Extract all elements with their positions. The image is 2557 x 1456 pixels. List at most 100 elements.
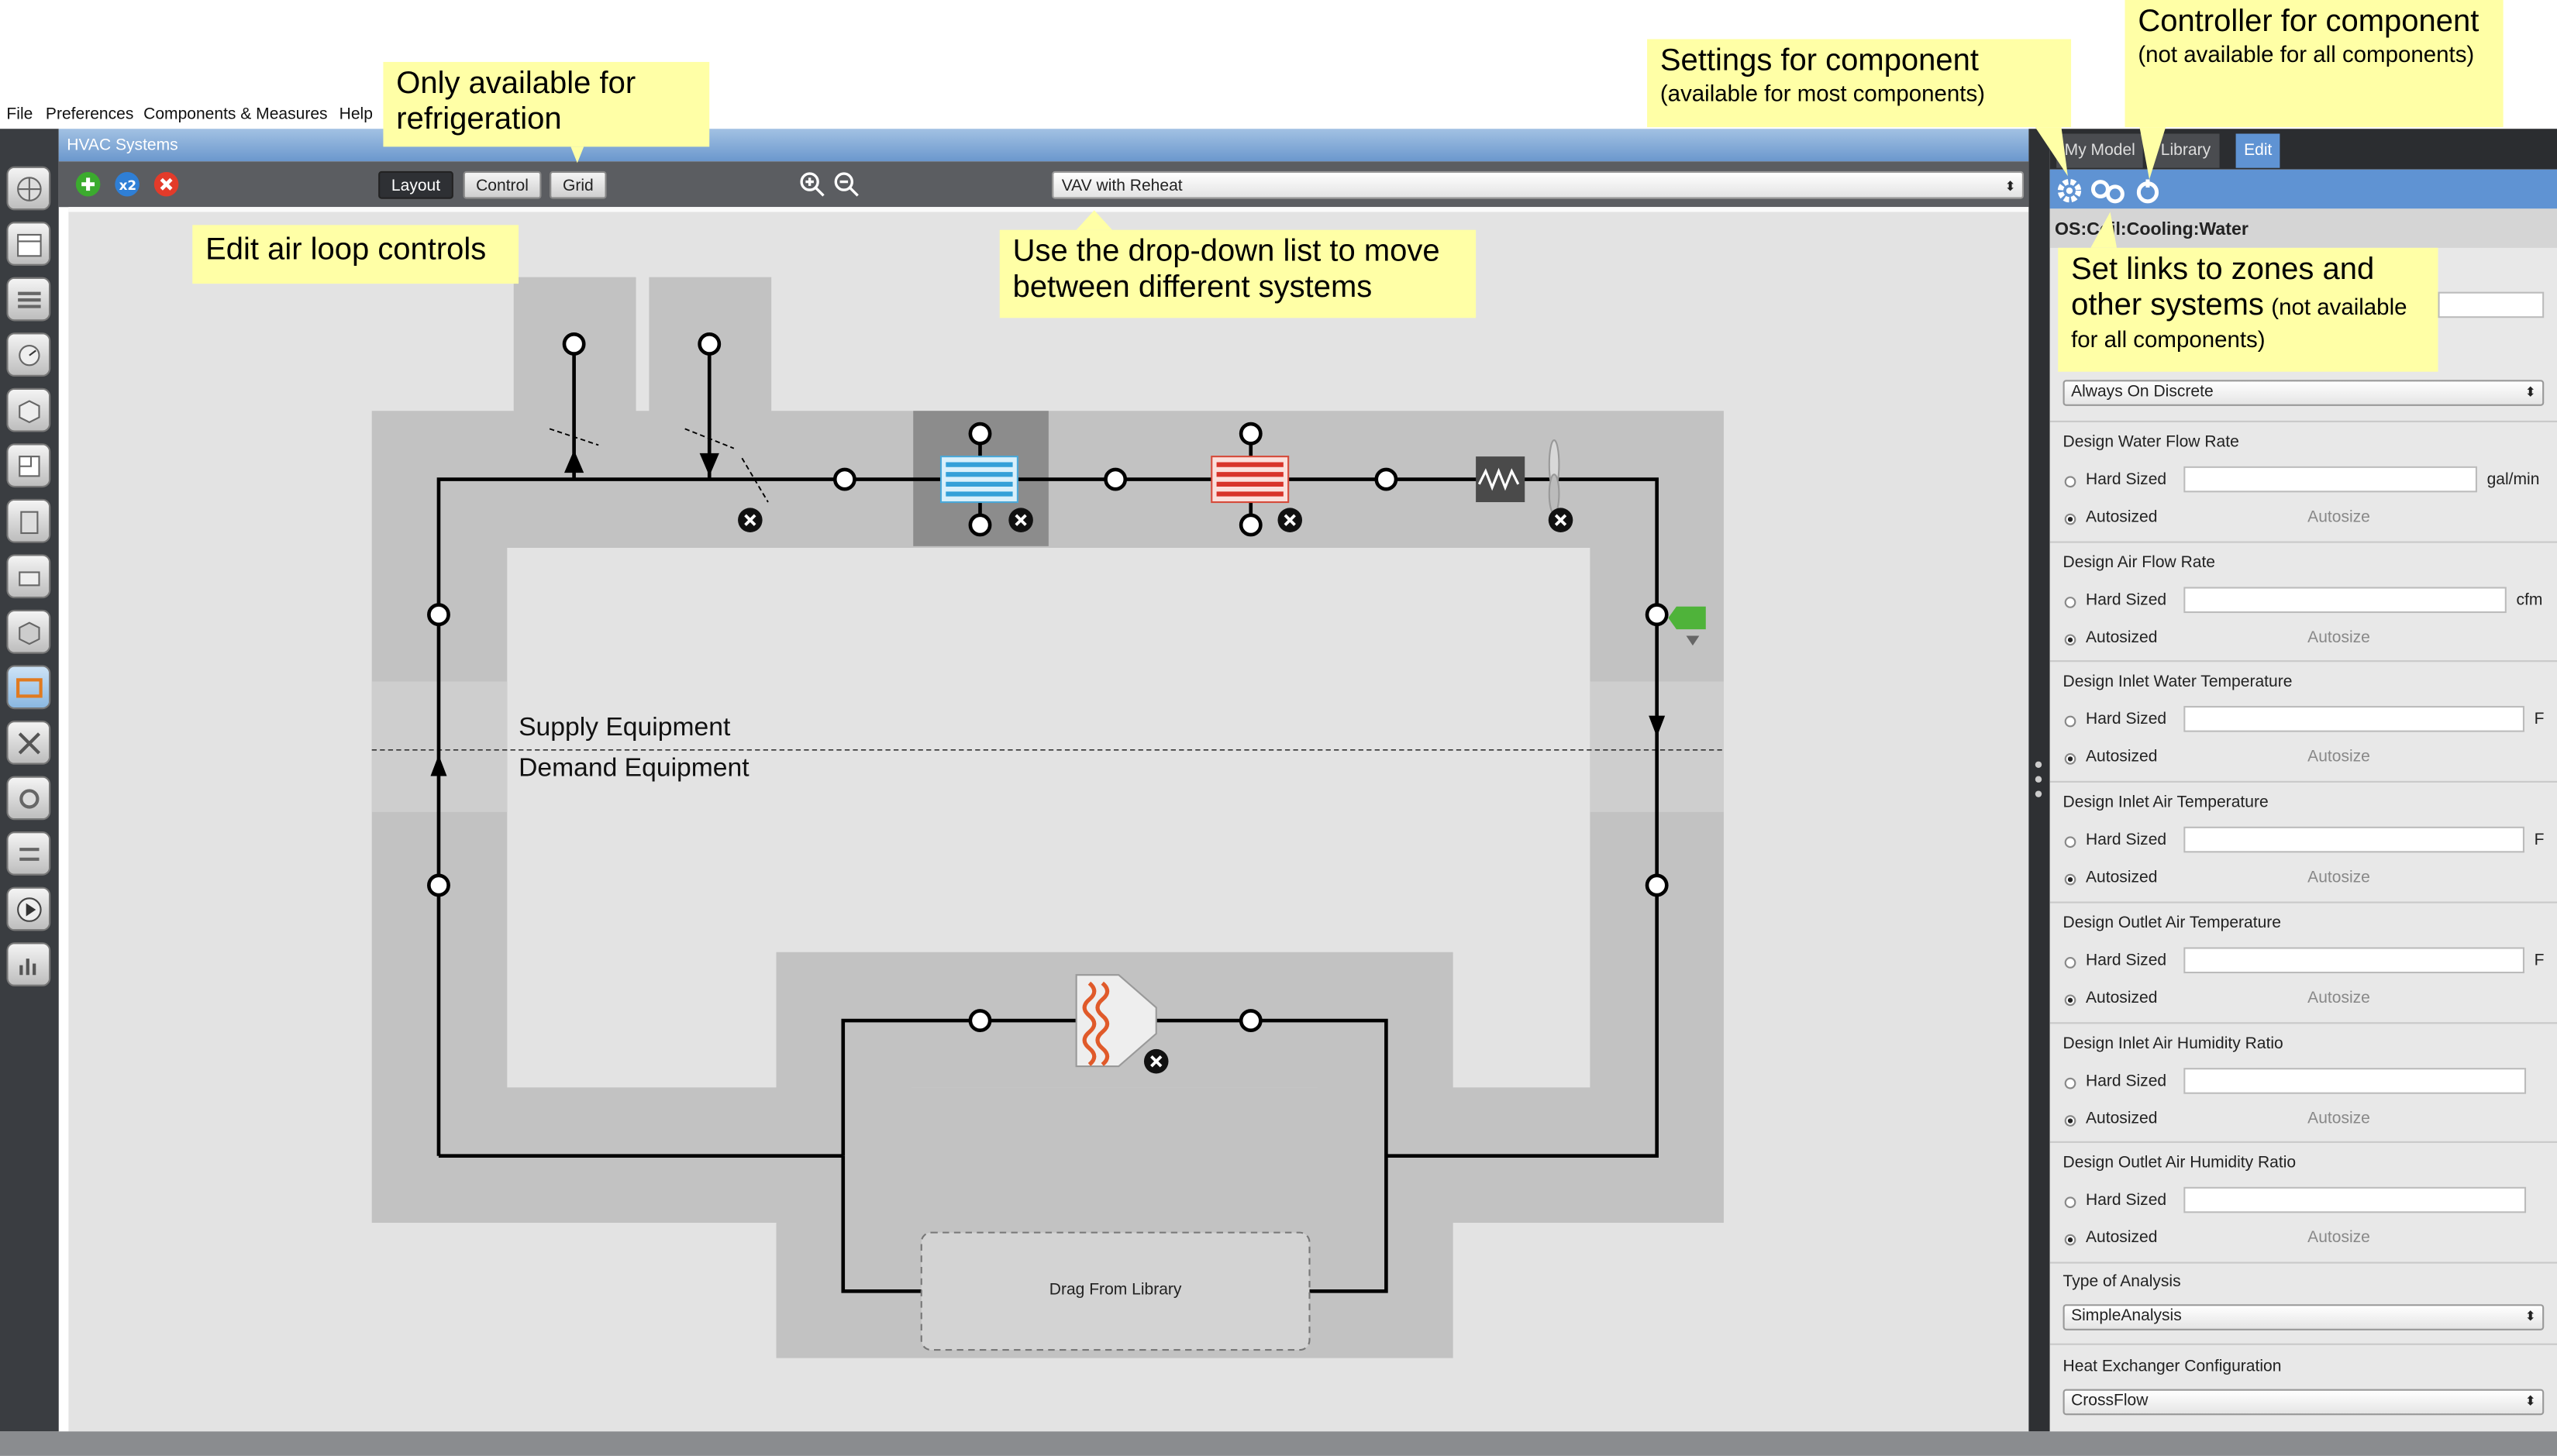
nav-building-summary[interactable] bbox=[6, 720, 51, 765]
inspector-panel: OS:Coil:Cooling:Water Always On Discrete… bbox=[2049, 169, 2557, 1432]
nav-spaces[interactable] bbox=[6, 554, 51, 599]
delete-system-icon[interactable] bbox=[153, 171, 180, 198]
nav-site[interactable] bbox=[6, 166, 51, 211]
nav-loads[interactable] bbox=[6, 332, 51, 377]
hard-sized-radio[interactable] bbox=[2064, 1076, 2076, 1089]
property-value-field[interactable] bbox=[2183, 1067, 2527, 1093]
hard-sized-label: Hard Sized bbox=[2086, 831, 2167, 850]
tab-edit[interactable]: Edit bbox=[2235, 133, 2280, 168]
autosized-radio[interactable] bbox=[2064, 633, 2076, 645]
callout-links: Set links to zones and other systems (no… bbox=[2058, 247, 2438, 372]
zoom-in-icon[interactable] bbox=[799, 171, 825, 198]
layout-tab[interactable]: Layout bbox=[378, 170, 453, 199]
nav-space-types[interactable] bbox=[6, 387, 51, 432]
autosize-value: Autosize bbox=[2307, 628, 2370, 647]
system-select[interactable]: VAV with Reheat ⬍ bbox=[1052, 170, 2025, 199]
property-label: Design Air Flow Rate bbox=[2062, 553, 2216, 572]
availability-schedule-select[interactable]: Always On Discrete⬍ bbox=[2062, 380, 2545, 406]
reheat-terminal-icon[interactable] bbox=[1075, 974, 1157, 1068]
property-value-field[interactable] bbox=[2183, 946, 2524, 973]
autosized-radio[interactable] bbox=[2064, 753, 2076, 766]
zones-icon bbox=[19, 621, 40, 645]
type-of-analysis-label: Type of Analysis bbox=[2062, 1273, 2181, 1292]
nav-facility[interactable] bbox=[6, 498, 51, 543]
property-value-field[interactable] bbox=[2183, 1187, 2527, 1213]
autosized-radio[interactable] bbox=[2064, 513, 2076, 525]
control-tab[interactable]: Control bbox=[463, 170, 542, 199]
hard-sized-radio[interactable] bbox=[2064, 836, 2076, 848]
nav-geometry[interactable] bbox=[6, 443, 51, 488]
left-nav-rail bbox=[0, 129, 59, 1432]
tab-library[interactable]: Library bbox=[2152, 133, 2219, 168]
nav-thermal-zones[interactable] bbox=[6, 609, 51, 654]
property-value-field[interactable] bbox=[2183, 466, 2477, 493]
autosized-label: Autosized bbox=[2086, 749, 2158, 767]
autosized-radio[interactable] bbox=[2064, 873, 2076, 886]
autosize-value: Autosize bbox=[2307, 508, 2370, 527]
menu-preferences[interactable]: Preferences bbox=[45, 105, 134, 124]
callout-links-sub: (not available for all components) bbox=[2071, 294, 2407, 353]
property-label: Design Outlet Air Temperature bbox=[2062, 914, 2282, 933]
cooling-coil-icon[interactable] bbox=[939, 456, 1018, 504]
remove-component-icons[interactable] bbox=[738, 508, 1573, 1074]
type-of-analysis-select[interactable]: SimpleAnalysis⬍ bbox=[2062, 1304, 2545, 1330]
nav-hvac-systems[interactable] bbox=[6, 665, 51, 710]
settings-gear-icon[interactable] bbox=[2055, 176, 2084, 205]
links-icon[interactable] bbox=[2090, 176, 2126, 205]
autosized-radio[interactable] bbox=[2064, 1234, 2076, 1246]
heating-coil-icon[interactable] bbox=[1211, 456, 1290, 504]
property-value-field[interactable] bbox=[2183, 826, 2524, 853]
tools-icon bbox=[18, 732, 40, 755]
zoom-out-icon[interactable] bbox=[833, 171, 860, 198]
autosized-label: Autosized bbox=[2086, 1109, 2158, 1127]
nav-run-simulation[interactable] bbox=[6, 886, 51, 931]
nav-output-variables[interactable] bbox=[6, 776, 51, 821]
autosized-radio[interactable] bbox=[2064, 1114, 2076, 1126]
panel-splitter[interactable] bbox=[2028, 129, 2050, 1432]
nav-constructions[interactable] bbox=[6, 277, 51, 322]
hard-sized-radio[interactable] bbox=[2064, 956, 2076, 969]
autosized-label: Autosized bbox=[2086, 869, 2158, 887]
menu-file[interactable]: File bbox=[6, 105, 33, 124]
supply-fan-icon[interactable] bbox=[1476, 439, 1560, 515]
copy-system-icon[interactable]: x2 bbox=[114, 171, 140, 198]
component-title: OS:Coil:Cooling:Water bbox=[2055, 220, 2249, 240]
menu-help[interactable]: Help bbox=[339, 105, 373, 124]
property-label: Design Water Flow Rate bbox=[2062, 433, 2239, 452]
callout-settings: Settings for component (available for mo… bbox=[1647, 39, 2072, 128]
setpoint-manager-icon[interactable] bbox=[1668, 606, 1706, 646]
floorplan-icon bbox=[19, 456, 40, 477]
hard-sized-radio[interactable] bbox=[2064, 716, 2076, 728]
callout-settings-title: Settings for component bbox=[1659, 43, 1979, 78]
controller-icon[interactable] bbox=[2133, 176, 2162, 205]
callout-controller-title: Controller for component bbox=[2138, 5, 2479, 40]
hard-sized-radio[interactable] bbox=[2064, 476, 2076, 488]
hard-sized-label: Hard Sized bbox=[2086, 1072, 2167, 1090]
hard-sized-radio[interactable] bbox=[2064, 596, 2076, 608]
hard-sized-label: Hard Sized bbox=[2086, 471, 2167, 490]
tab-my-model[interactable]: My Model bbox=[2056, 133, 2144, 168]
type-of-analysis-value: SimpleAnalysis bbox=[2071, 1307, 2182, 1326]
nav-results[interactable] bbox=[6, 942, 51, 986]
property-value-field[interactable] bbox=[2183, 706, 2524, 733]
autosize-value: Autosize bbox=[2307, 1109, 2370, 1127]
svg-text:x2: x2 bbox=[119, 177, 137, 193]
hx-config-select[interactable]: CrossFlow⬍ bbox=[2062, 1389, 2545, 1416]
component-name-field[interactable] bbox=[2438, 291, 2545, 318]
drag-from-library-zone[interactable] bbox=[920, 1231, 1311, 1351]
grid-tab[interactable]: Grid bbox=[550, 170, 607, 199]
callout-controller: Controller for component (not available … bbox=[2125, 0, 2504, 128]
hvac-toolbar: x2 Layout Control Grid VAV with Reheat ⬍ bbox=[58, 161, 2029, 208]
add-system-icon[interactable] bbox=[75, 171, 102, 198]
hard-sized-label: Hard Sized bbox=[2086, 952, 2167, 970]
bar-chart-icon bbox=[19, 959, 36, 976]
hard-sized-radio[interactable] bbox=[2064, 1196, 2076, 1209]
autosized-radio[interactable] bbox=[2064, 994, 2076, 1006]
callout-refrigeration-text: Only available for refrigeration bbox=[396, 67, 636, 138]
property-value-field[interactable] bbox=[2183, 586, 2507, 613]
availability-schedule-value: Always On Discrete bbox=[2071, 383, 2214, 401]
menu-components-measures[interactable]: Components & Measures bbox=[143, 105, 328, 124]
nav-simulation-settings[interactable] bbox=[6, 831, 51, 876]
nav-schedules[interactable] bbox=[6, 222, 51, 266]
